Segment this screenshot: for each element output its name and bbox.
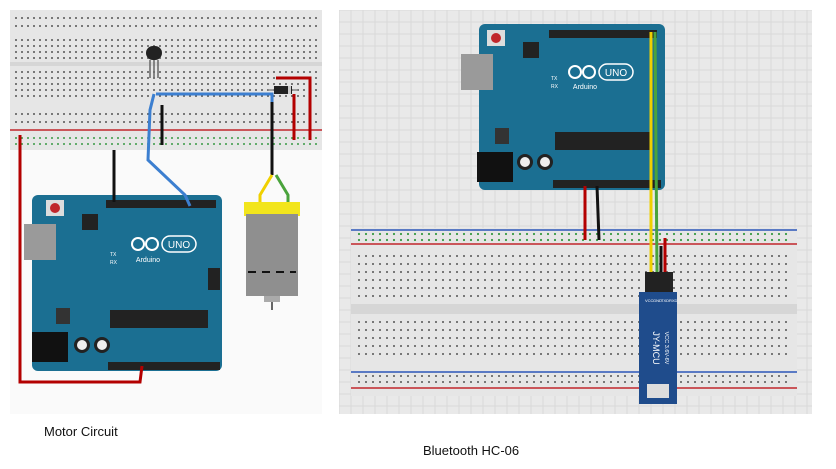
arduino-board: UNO Arduino TX RX [24,195,222,371]
tx-label: TX [110,252,117,258]
board-model: UNO [168,240,190,251]
power-analog-header [108,362,220,370]
motor-circuit-caption: Motor Circuit [44,424,118,439]
motor-lead-green [274,174,290,206]
breadboard [10,10,322,150]
pin-label-rxd: RXD [669,298,678,303]
icsp-header [523,42,539,58]
module-pins [645,272,673,292]
usb-connector [461,54,493,90]
pin-label-gnd: GND [653,298,662,303]
bluetooth-module: JY-MCU VCC 3.6V-6V VCC GND TXD RXD [639,272,678,404]
bluetooth-caption: Bluetooth HC-06 [423,443,520,458]
usb-connector [24,224,56,260]
transistor [146,46,162,78]
rx-label: RX [551,84,559,90]
digital-header [549,30,657,38]
digital-header [106,200,216,208]
wire-red-power [18,135,144,384]
arduino-logo: UNO Arduino [568,63,634,91]
breadboard-channel [351,304,797,314]
wire-red [276,76,312,140]
microcontroller-chip [555,132,651,150]
arduino-logo: UNO Arduino [131,235,197,264]
bluetooth-circuit-svg: UNO Arduino TX RX JY-MCU VCC 3.6V-6V VCC… [338,9,812,414]
arduino-board: UNO Arduino TX RX [461,24,665,190]
power-jack [477,152,513,182]
bluetooth-circuit-diagram: UNO Arduino TX RX JY-MCU VCC 3.6V-6V VCC… [338,9,812,414]
board-brand: Arduino [136,257,160,264]
board-brand: Arduino [573,84,597,91]
motor-lead-yellow [258,174,274,206]
regulator [495,128,509,144]
breadboard-holes [15,17,317,145]
dc-motor [244,202,300,310]
wire-green-tx [653,31,659,273]
rx-label: RX [110,260,118,266]
regulator [56,308,70,324]
tx-label: TX [551,76,558,82]
motor-circuit-diagram: UNO Arduino TX RX [10,10,322,414]
pin-label-vcc: VCC [645,298,654,303]
wire-blue-2 [156,92,274,102]
power-analog-header [553,180,661,188]
motor-circuit-svg: UNO Arduino TX RX [10,10,322,384]
power-jack [32,332,68,362]
board-model: UNO [605,68,627,79]
wire-black-gnd [595,185,601,241]
icsp2-header [208,268,220,290]
wire-blue [146,93,192,207]
module-ratings: VCC 3.6V-6V [663,332,669,365]
module-brand: JY-MCU [651,331,661,364]
icsp-header [82,214,98,230]
diode [268,86,298,94]
microcontroller-chip [110,310,208,328]
breadboard-channel [10,62,322,66]
pin-label-txd: TXD [661,298,669,303]
